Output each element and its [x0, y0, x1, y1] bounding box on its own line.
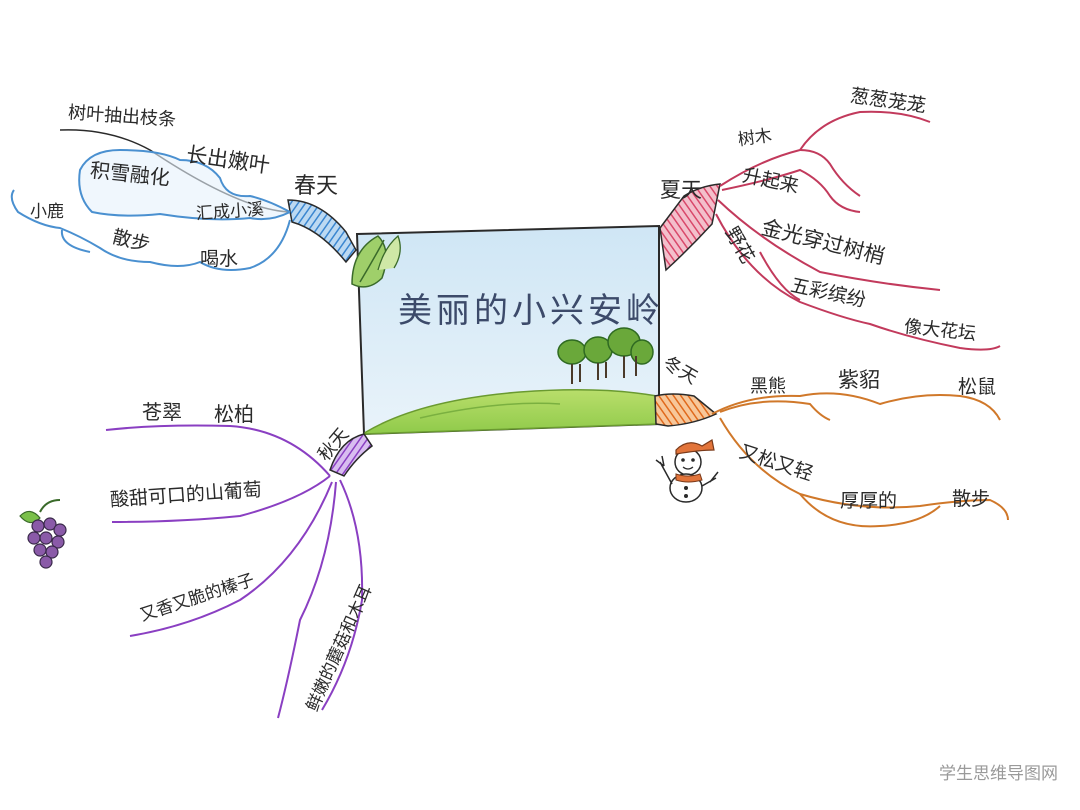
- center-box: [355, 224, 660, 436]
- winter-item: 散步: [952, 488, 991, 510]
- autumn-item: 松柏: [214, 402, 254, 426]
- winter-item: 厚厚的: [840, 490, 898, 512]
- winter-item: 松鼠: [958, 376, 997, 398]
- summer-label: 夏天: [660, 178, 702, 202]
- winter-item: 黑熊: [750, 376, 786, 397]
- spring-item: 喝水: [200, 248, 239, 270]
- trees-icon: [557, 327, 654, 384]
- summer-item: 树木: [736, 125, 774, 151]
- winter-item: 紫貂: [838, 368, 880, 392]
- leaf-icon: [351, 234, 401, 288]
- spring-label: 春天: [294, 174, 339, 199]
- autumn-item: 苍翠: [142, 400, 182, 424]
- watermark: 学生思维导图网: [939, 764, 1058, 784]
- winter-branch: [654, 392, 1009, 528]
- spring-item: 小鹿: [30, 202, 64, 222]
- center-title: 美丽的小兴安岭: [398, 291, 664, 331]
- spring-branch: [10, 129, 357, 271]
- autumn-branch: [105, 424, 374, 719]
- snowman-icon: [655, 439, 719, 503]
- summer-branch: [659, 110, 1001, 351]
- spring-item: 汇成小溪: [195, 199, 265, 225]
- grape-icon: [19, 499, 67, 569]
